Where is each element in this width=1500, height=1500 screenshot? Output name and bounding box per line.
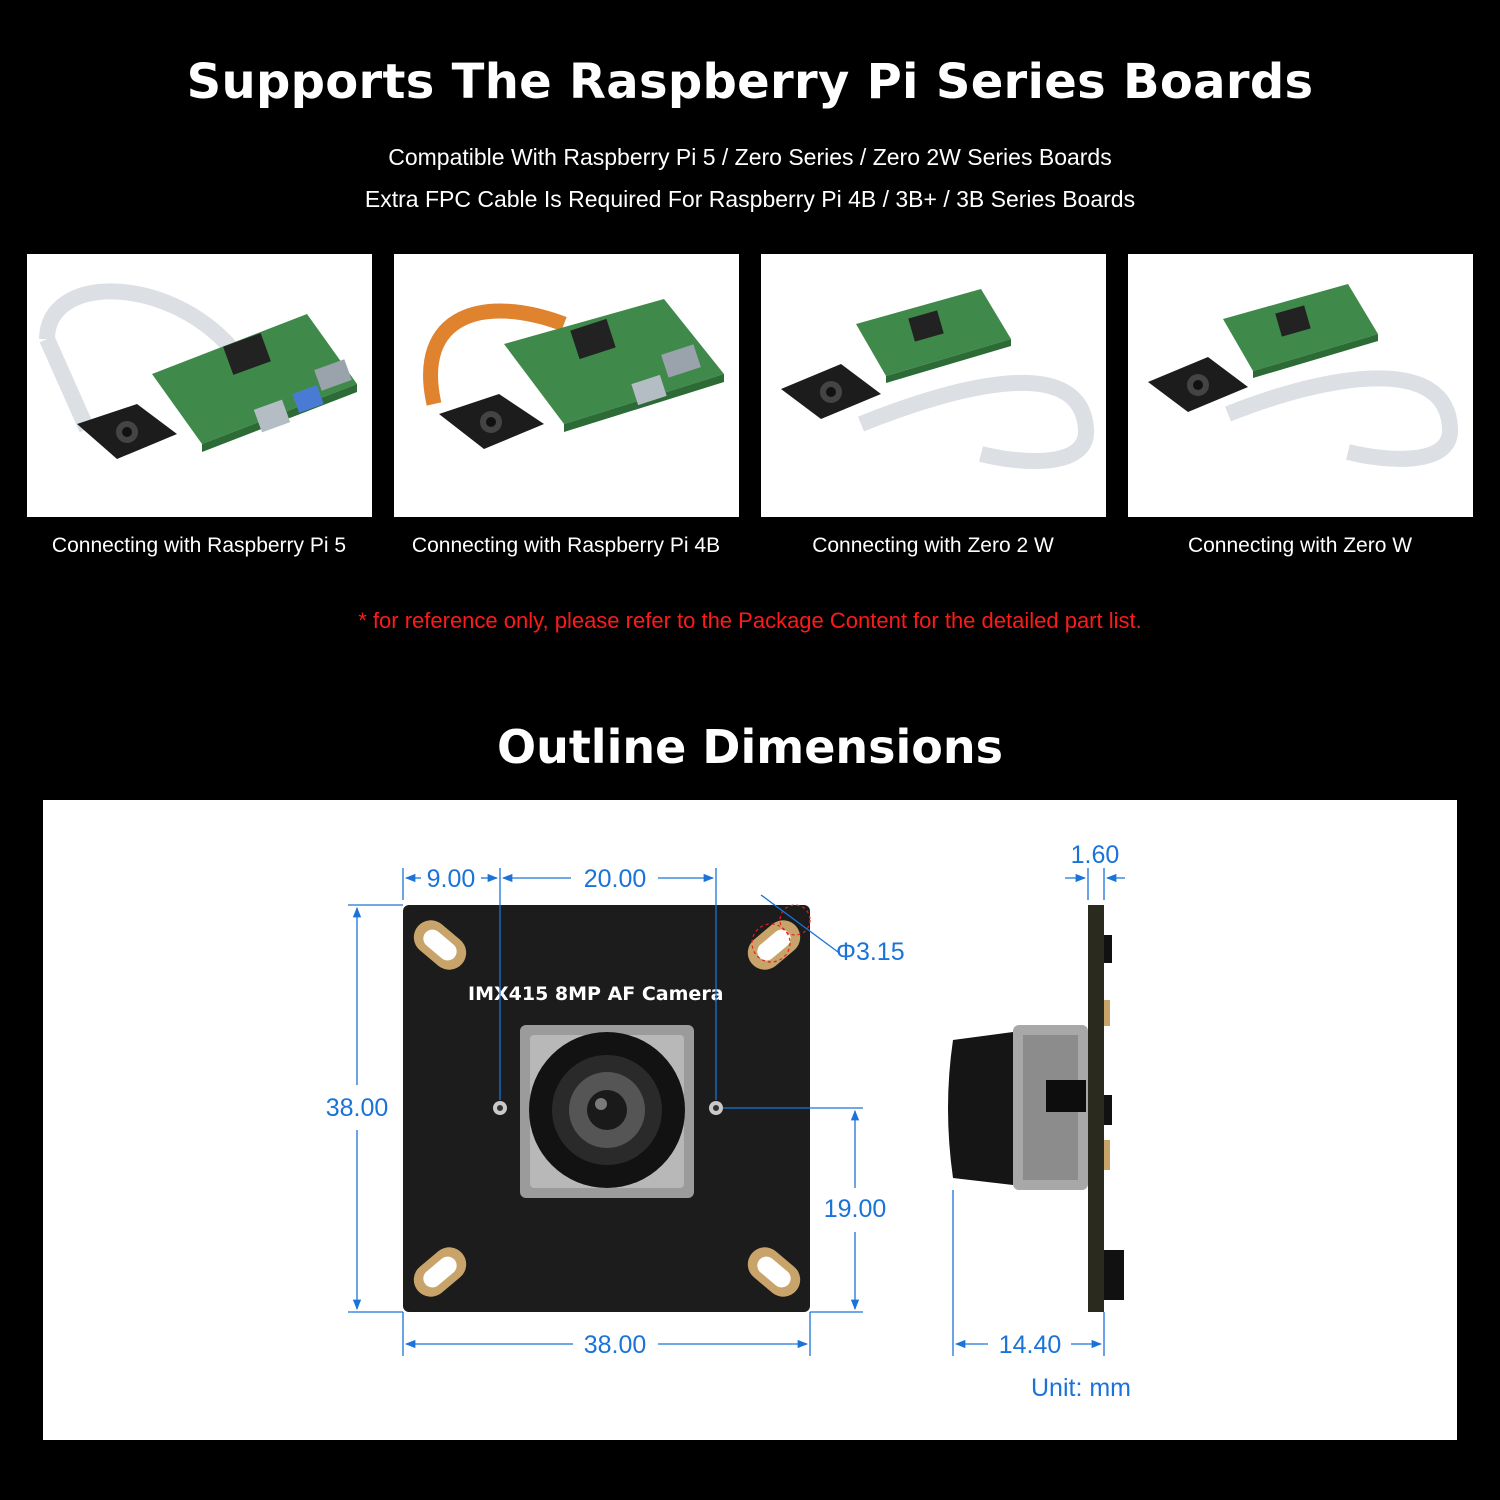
dim-hole-height: 19.00 bbox=[824, 1195, 887, 1223]
board-label: IMX415 8MP AF Camera bbox=[468, 983, 724, 1005]
compat-title: Supports The Raspberry Pi Series Boards bbox=[186, 54, 1314, 110]
dimension-drawing-panel: IMX415 8MP AF Camera bbox=[43, 800, 1457, 1440]
camera-board-side bbox=[948, 905, 1124, 1312]
photo-pi5 bbox=[27, 254, 372, 517]
zero2w-connection-illustration bbox=[781, 289, 1094, 470]
pi4b-connection-illustration bbox=[423, 299, 724, 449]
dim-thickness: 1.60 bbox=[1071, 841, 1120, 869]
compat-line-1: Compatible With Raspberry Pi 5 / Zero Se… bbox=[388, 144, 1112, 170]
compat-line-2: Extra FPC Cable Is Required For Raspberr… bbox=[364, 186, 1136, 212]
outline-title: Outline Dimensions bbox=[496, 720, 1004, 774]
photo-zero2w bbox=[761, 254, 1106, 517]
reference-note: * for reference only, please refer to th… bbox=[358, 608, 1142, 633]
dim-hole-spacing: 20.00 bbox=[584, 865, 647, 893]
dim-left-offset: 9.00 bbox=[427, 865, 476, 893]
caption-pi5: Connecting with Raspberry Pi 5 bbox=[51, 534, 347, 557]
dim-width: 38.00 bbox=[584, 1331, 647, 1359]
dim-depth: 14.40 bbox=[999, 1331, 1062, 1359]
caption-zero2w: Connecting with Zero 2 W bbox=[812, 534, 1054, 557]
dimension-lines: 9.00 20.00 Φ3.15 38.00 19.00 38.00 bbox=[326, 841, 1131, 1402]
zerow-connection-illustration bbox=[1148, 284, 1458, 467]
caption-zerow: Connecting with Zero W bbox=[1187, 534, 1413, 557]
dim-hole-diameter: Φ3.15 bbox=[836, 938, 905, 966]
caption-pi4b: Connecting with Raspberry Pi 4B bbox=[411, 534, 721, 557]
dim-height: 38.00 bbox=[326, 1094, 389, 1122]
dimension-drawing: IMX415 8MP AF Camera bbox=[326, 841, 1131, 1402]
photo-pi4b bbox=[394, 254, 739, 517]
unit-label: Unit: mm bbox=[1031, 1374, 1131, 1402]
camera-board-front: IMX415 8MP AF Camera bbox=[403, 904, 811, 1312]
photo-zerow bbox=[1128, 254, 1473, 517]
pi5-connection-illustration bbox=[39, 283, 357, 459]
